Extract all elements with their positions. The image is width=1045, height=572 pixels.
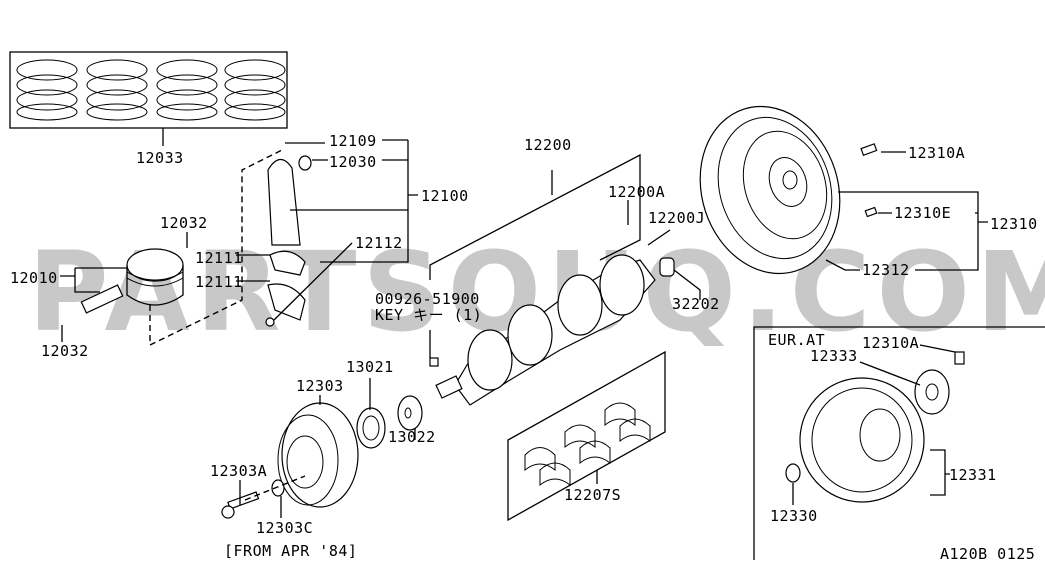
label-12312[interactable]: 12312 (862, 261, 910, 279)
label-12032-bottom[interactable]: 12032 (41, 342, 89, 360)
label-12330[interactable]: 12330 (770, 507, 818, 525)
label-12310e[interactable]: 12310E (894, 204, 951, 222)
connecting-rod-illustration[interactable] (61, 139, 418, 342)
piston-rings-illustration[interactable] (9, 51, 288, 146)
label-12200j[interactable]: 12200J (648, 209, 705, 227)
main-bearings-illustration[interactable] (507, 350, 666, 522)
label-12111-upper[interactable]: 12111 (195, 249, 243, 267)
label-12112[interactable]: 12112 (355, 234, 403, 252)
label-12310[interactable]: 12310 (990, 215, 1038, 233)
crankshaft-illustration[interactable] (429, 153, 701, 406)
label-32202[interactable]: 32202 (672, 295, 720, 313)
eur-at-inset (753, 326, 1045, 560)
piston-illustration[interactable] (60, 248, 184, 314)
diagram-code: A120B 0125 (940, 545, 1035, 563)
label-12032-top[interactable]: 12032 (160, 214, 208, 232)
label-12333[interactable]: 12333 (810, 347, 858, 365)
inset-title: EUR.AT (768, 331, 825, 349)
label-12033[interactable]: 12033 (136, 149, 184, 167)
label-12109[interactable]: 12109 (329, 132, 377, 150)
label-12100[interactable]: 12100 (421, 187, 469, 205)
label-inset-12310a[interactable]: 12310A (862, 334, 919, 352)
label-12010[interactable]: 12010 (10, 269, 58, 287)
label-12310a[interactable]: 12310A (908, 144, 965, 162)
label-12200a[interactable]: 12200A (608, 183, 665, 201)
label-12207s[interactable]: 12207S (564, 486, 621, 504)
label-from-apr-84: [FROM APR '84] (224, 542, 357, 560)
label-12303c[interactable]: 12303C (256, 519, 313, 537)
label-13022[interactable]: 13022 (388, 428, 436, 446)
label-12030[interactable]: 12030 (329, 153, 377, 171)
label-13021[interactable]: 13021 (346, 358, 394, 376)
label-key: KEY キー (1) (375, 306, 482, 324)
label-12331[interactable]: 12331 (949, 466, 997, 484)
label-12111-lower[interactable]: 12111 (195, 273, 243, 291)
label-00926-51900[interactable]: 00926-51900 (375, 290, 480, 308)
flywheel-illustration[interactable] (679, 88, 988, 292)
label-12303[interactable]: 12303 (296, 377, 344, 395)
label-12200[interactable]: 12200 (524, 136, 572, 154)
pulley-illustration[interactable] (221, 378, 423, 519)
part-labels: 12033 12109 12030 12100 12032 12111 1211… (10, 132, 1038, 563)
label-12303a[interactable]: 12303A (210, 462, 267, 480)
